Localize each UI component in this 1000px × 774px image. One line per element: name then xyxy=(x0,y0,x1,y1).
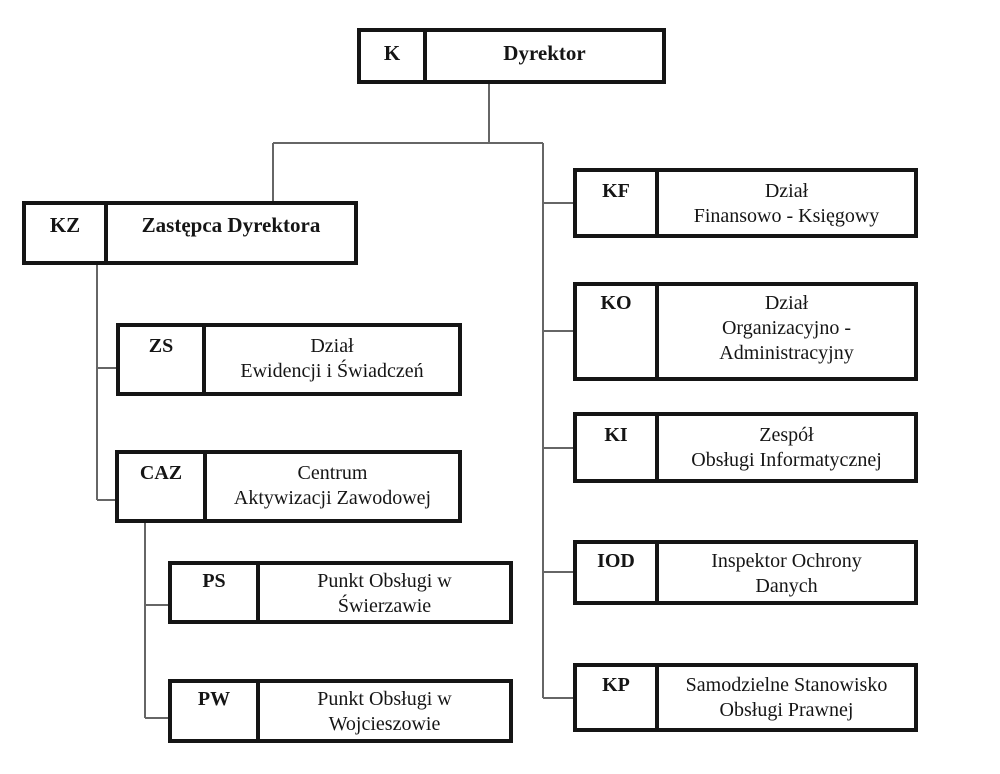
org-node-label-line: Ewidencji i Świadczeń xyxy=(240,360,424,382)
org-node-label: Punkt Obsługi w Świerzawie xyxy=(260,565,509,620)
org-node-pw: PW Punkt Obsługi w Wojcieszowie xyxy=(168,679,513,743)
org-node-label-line: Dyrektor xyxy=(503,41,586,65)
org-node-label-line: Wojcieszowie xyxy=(328,713,441,735)
org-node-code: KZ xyxy=(26,205,108,261)
org-node-code: PW xyxy=(172,683,260,739)
org-node-label: Zastępca Dyrektora xyxy=(108,205,354,261)
org-node-code: PS xyxy=(172,565,260,620)
org-node-label-line: Obsługi Prawnej xyxy=(719,699,854,721)
org-node-label-line: Dział xyxy=(310,335,354,357)
org-node-label: Punkt Obsługi w Wojcieszowie xyxy=(260,683,509,739)
org-node-label-line: Punkt Obsługi w xyxy=(317,570,452,592)
org-node-label-line: Punkt Obsługi w xyxy=(317,688,452,710)
org-node-code: KI xyxy=(577,416,659,479)
org-node-label-line: Aktywizacji Zawodowej xyxy=(233,487,432,509)
org-node-label-line: Danych xyxy=(755,575,818,597)
org-node-label-line: Zastępca Dyrektora xyxy=(141,213,321,237)
org-node-label: Dyrektor xyxy=(427,32,662,80)
org-node-code: CAZ xyxy=(119,454,207,519)
org-node-label-line: Dział xyxy=(764,292,809,314)
org-node-ps: PS Punkt Obsługi w Świerzawie xyxy=(168,561,513,624)
org-node-label-line: Obsługi Informatycznej xyxy=(691,449,882,471)
org-node-code: KF xyxy=(577,172,659,234)
org-node-code: KO xyxy=(577,286,659,377)
org-node-code: KP xyxy=(577,667,659,728)
org-node-label-line: Samodzielne Stanowisko xyxy=(685,674,888,696)
org-node-kz: KZ Zastępca Dyrektora xyxy=(22,201,358,265)
org-node-code: K xyxy=(361,32,427,80)
org-node-label-line: Finansowo - Księgowy xyxy=(693,205,880,227)
org-node-label-line: Administracyjny xyxy=(719,342,854,364)
org-node-label-line: Centrum xyxy=(297,462,368,484)
org-node-k: K Dyrektor xyxy=(357,28,666,84)
org-node-label-line: Inspektor Ochrony xyxy=(711,550,862,572)
org-node-label-line: Świerzawie xyxy=(337,595,432,617)
org-node-label-line: Dział xyxy=(764,180,809,202)
org-node-label-line: Zespół xyxy=(759,424,814,446)
org-node-label-line: Organizacyjno - xyxy=(721,317,852,339)
org-node-code: IOD xyxy=(577,544,659,601)
org-node-code: ZS xyxy=(120,327,206,392)
